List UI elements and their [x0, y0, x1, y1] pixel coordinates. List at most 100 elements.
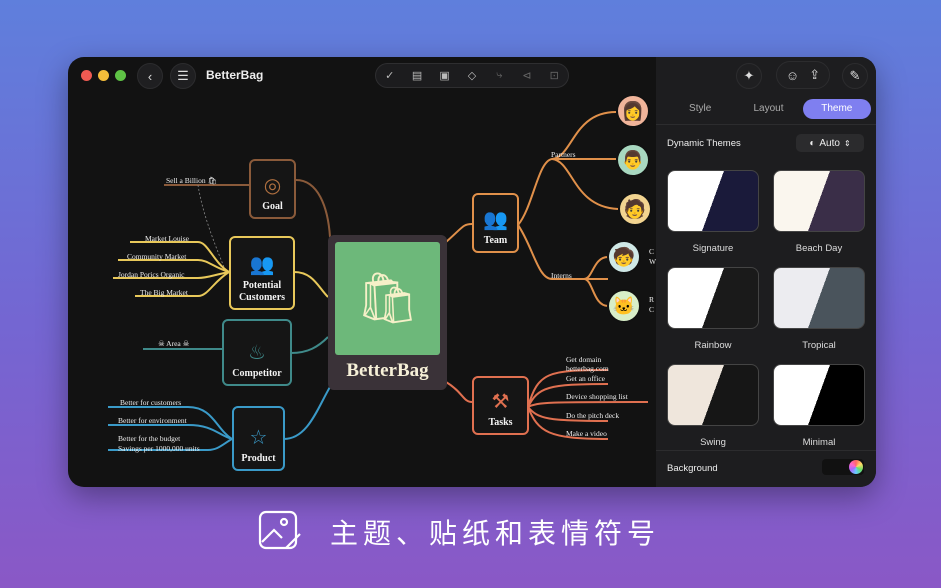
theme-thumb-minimal[interactable] — [773, 364, 865, 426]
avatar-intern[interactable]: 🧒 — [607, 240, 641, 274]
panel-tabs: Style Layout Theme — [666, 99, 871, 119]
intern-name: C — [649, 305, 655, 314]
node-label: Potential Customers — [238, 280, 286, 303]
node-team[interactable]: 👥 Team — [472, 193, 519, 253]
people-icon: 👥 — [483, 207, 508, 231]
node-tasks[interactable]: ⚒ Tasks — [472, 376, 529, 435]
theme-thumb-rainbow[interactable] — [667, 267, 759, 329]
share-icon[interactable]: ⇪ — [809, 67, 821, 82]
back-tag-icon[interactable]: ⊲ — [522, 70, 532, 82]
tab-theme[interactable]: Theme — [802, 99, 871, 119]
relation-arrow — [197, 184, 227, 273]
format-panel: ✦ ☺⇪ ✎ Style Layout Theme Dynamic Themes… — [656, 57, 876, 487]
back-button[interactable]: ‹ — [137, 63, 163, 89]
theme-thumb-swing[interactable] — [667, 364, 759, 426]
theme-thumb-beach-day[interactable] — [773, 170, 865, 232]
avatar-intern[interactable]: 🐱 — [607, 289, 641, 323]
leaf-product[interactable]: Better for the budget — [118, 434, 181, 443]
theme-name: Beach Day — [795, 243, 843, 254]
node-label: Goal — [262, 201, 283, 212]
theme-name: Rainbow — [694, 340, 732, 351]
leaf-customer[interactable]: Community Market — [127, 252, 187, 261]
insert-toolbar: ✓ ▤ ▣ ◇ ⤷ ⊲ ⊡ — [375, 63, 569, 88]
outline-button[interactable]: ☰ — [170, 63, 196, 89]
leaf-task[interactable]: Get an office — [566, 374, 606, 383]
zoom-window-button[interactable] — [115, 70, 126, 81]
intern-name: R — [649, 295, 655, 304]
document-title: BetterBag — [206, 68, 264, 82]
close-window-button[interactable] — [81, 70, 92, 81]
image-icon[interactable]: ▣ — [439, 70, 450, 82]
node-goal[interactable]: ◎ Goal — [249, 159, 296, 219]
tab-layout[interactable]: Layout — [753, 103, 784, 114]
leaf-customer[interactable]: Jordan Porics Organic — [118, 270, 185, 279]
sticker-image-icon — [258, 510, 301, 550]
leaf-customer[interactable]: The Big Market — [140, 288, 188, 297]
theme-name: Tropical — [802, 340, 836, 351]
node-label: Competitor — [232, 368, 282, 379]
divider — [656, 124, 876, 125]
note-icon[interactable]: ▤ — [411, 70, 423, 82]
intern-name: W — [649, 257, 657, 266]
leaf-goal[interactable]: Sell a Billion 🛍 — [166, 176, 217, 185]
theme-thumb-signature[interactable] — [667, 170, 759, 232]
avatar-partner[interactable]: 👨 — [616, 143, 650, 177]
theme-thumb-tropical[interactable] — [773, 267, 865, 329]
theme-name: Swing — [700, 437, 726, 448]
chevron-updown-icon: ⇕ — [843, 138, 851, 148]
divider — [656, 450, 876, 451]
focus-icon[interactable]: ⊡ — [549, 70, 559, 82]
leaf-task[interactable]: Do the pitch deck — [566, 411, 620, 420]
node-label: Tasks — [488, 417, 513, 428]
intern-name: C — [649, 247, 655, 256]
node-label: Team — [483, 235, 508, 246]
ai-button[interactable]: ✦ — [736, 63, 762, 89]
shopping-bag-icon: 🛍 — [335, 242, 440, 355]
share-group: ☺⇪ — [776, 61, 830, 89]
theme-name: Minimal — [802, 437, 836, 448]
leaf-task[interactable]: Get domain — [566, 355, 602, 364]
node-potential-customers[interactable]: 👥 Potential Customers — [229, 236, 295, 310]
branch-interns[interactable]: Interns — [551, 271, 572, 280]
chevron-left-icon: ‹ — [147, 68, 153, 84]
leaf-task[interactable]: Device shopping list — [566, 392, 628, 401]
dynamic-themes-label: Dynamic Themes — [667, 138, 741, 149]
leaf-customer[interactable]: Market Louise — [145, 234, 189, 243]
node-product[interactable]: ☆Product — [232, 406, 285, 471]
check-circle-icon[interactable]: ✓ — [385, 70, 395, 82]
minimize-window-button[interactable] — [98, 70, 109, 81]
avatar-partner[interactable]: 🧑 — [618, 192, 652, 226]
leaf-product[interactable]: Better for customers — [120, 398, 182, 407]
connector-goal — [295, 179, 331, 238]
tag-icon[interactable]: ◇ — [467, 70, 477, 82]
background-label: Background — [667, 463, 718, 474]
leaf-task[interactable]: Make a video — [566, 429, 607, 438]
leaf-task[interactable]: betterbag.com — [566, 364, 609, 373]
background-color-picker[interactable] — [822, 459, 864, 475]
feature-caption: 主题、贴纸和表情符号 — [330, 517, 661, 550]
target-icon: ◎ — [263, 173, 282, 197]
connector-customers — [293, 271, 329, 298]
branch-partners[interactable]: Partners — [551, 150, 576, 159]
star-icon: ☆ — [249, 425, 268, 449]
people-icon: 👥 — [249, 252, 275, 276]
format-brush-icon: ✎ — [849, 68, 861, 83]
dynamic-theme-select[interactable]: ◐Auto⇕ — [796, 134, 864, 152]
outline-icon: ☰ — [177, 68, 189, 83]
leaf-competitor[interactable]: ☠ Area ☠ — [158, 339, 190, 348]
select-value: Auto — [819, 137, 840, 149]
leaf-product[interactable]: Savings per 1000,000 units — [118, 444, 200, 453]
node-competitor[interactable]: ♨Competitor — [222, 319, 292, 386]
relation-icon[interactable]: ⤷ — [496, 69, 503, 81]
app-window: ‹ ☰ BetterBag ✓ ▤ ▣ ◇ ⤷ ⊲ ⊡ ◎ Goal 👥 Poten… — [68, 57, 876, 487]
avatar-partner[interactable]: 👩 — [616, 94, 650, 128]
collaborate-icon[interactable]: ☺ — [785, 67, 800, 83]
connector-competitor — [290, 336, 329, 354]
ai-sparkle-icon: ✦ — [743, 68, 755, 83]
tab-style[interactable]: Style — [689, 103, 712, 114]
leaf-product[interactable]: Better for environment — [118, 416, 187, 425]
node-center[interactable]: 🛍 BetterBag — [328, 235, 447, 390]
connector-tasks — [445, 381, 473, 403]
tools-icon: ⚒ — [491, 389, 510, 413]
format-button[interactable]: ✎ — [842, 63, 868, 89]
